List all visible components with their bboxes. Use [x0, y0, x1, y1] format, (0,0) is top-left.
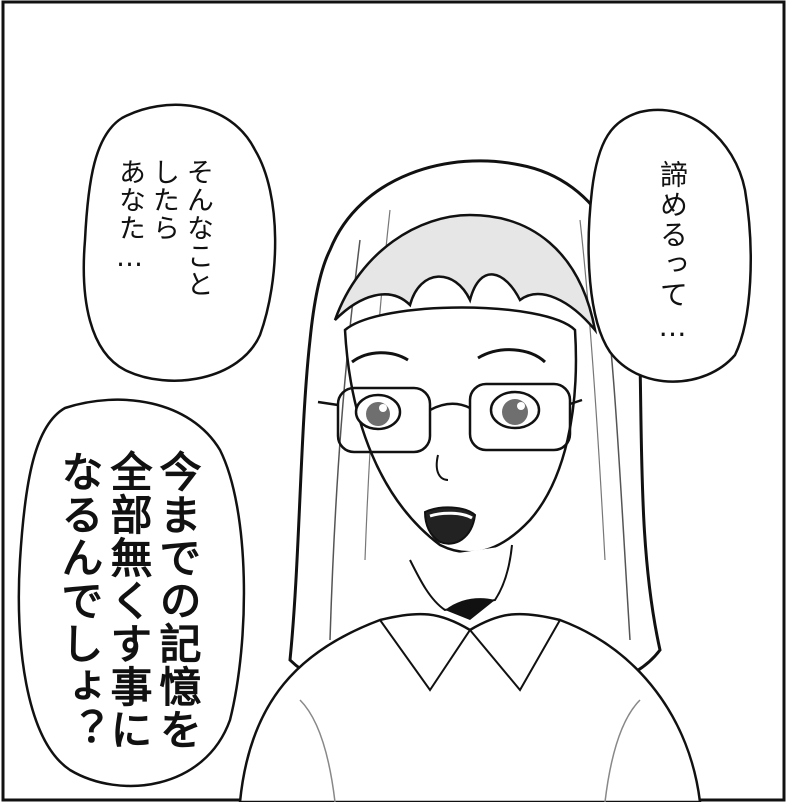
speech-text-right-top: 諦めるって… — [656, 160, 689, 345]
speech-text-left-bottom: 今までの記憶を 全部無くす事に なるんでしょ？ — [55, 450, 202, 751]
speech-bubble-right-top — [587, 108, 752, 383]
speech-bubble-left-top — [82, 103, 277, 382]
speech-text-left-top: そんなこと したら あなた… — [114, 158, 213, 298]
glasses — [317, 382, 583, 454]
speech-bubble-left-bottom — [17, 398, 246, 788]
woman-character — [238, 159, 702, 802]
